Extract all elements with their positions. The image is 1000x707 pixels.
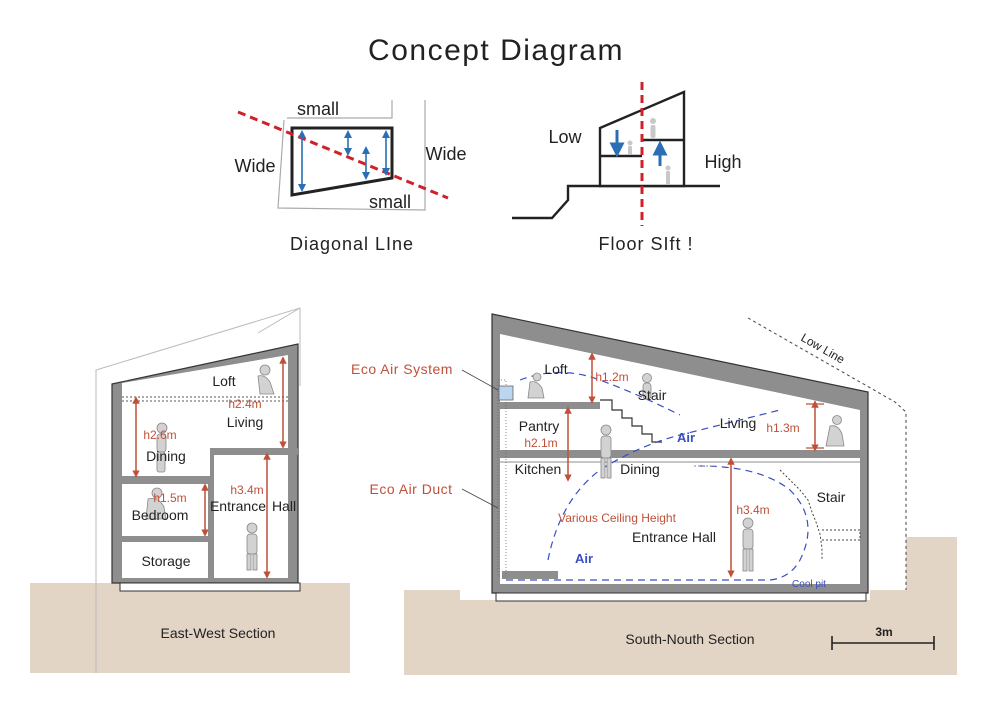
- person-figure-icon: [527, 372, 845, 572]
- label-wide-right: Wide: [425, 144, 466, 164]
- scale-bar: [831, 636, 935, 650]
- sn-dim-pantry: h2.1m: [524, 436, 557, 450]
- ew-label-loft: Loft: [212, 373, 235, 389]
- ground-step-line: [512, 184, 600, 220]
- caption-floor-shift: Floor SIft !: [598, 234, 693, 254]
- room-trapezoid: [290, 126, 394, 197]
- lower-stair: [779, 469, 823, 560]
- void-bedroom: [122, 484, 208, 536]
- sn-caption: South-Nouth Section: [625, 631, 754, 647]
- label-small-bottom: small: [369, 192, 411, 212]
- low-line: [747, 317, 907, 590]
- label-eco-air-duct: Eco Air Duct: [369, 481, 452, 497]
- ew-label-bedroom: Bedroom: [132, 507, 189, 523]
- sn-label-pantry: Pantry: [519, 418, 559, 434]
- ew-caption: East-West Section: [161, 625, 276, 641]
- ew-label-hall: Hall: [272, 498, 296, 514]
- sn-label-loft: Loft: [544, 361, 567, 377]
- label-wide-left: Wide: [234, 156, 275, 176]
- sn-label-living: Living: [720, 415, 757, 431]
- sn-label-stair-lower: Stair: [817, 489, 846, 505]
- ew-dim-dining: h2.6m: [143, 428, 176, 442]
- eco-air-unit: [498, 385, 514, 401]
- sn-label-stair-upper: Stair: [638, 387, 667, 403]
- boundary-line: [95, 307, 301, 673]
- upper-stair: [600, 399, 662, 443]
- ew-label-dining: Dining: [146, 448, 186, 464]
- ew-label-storage: Storage: [141, 553, 190, 569]
- ew-label-entrance: Entrance: [210, 498, 266, 514]
- person-figure-icon: [627, 118, 671, 185]
- sn-dim-entrance: h3.4m: [736, 503, 769, 517]
- sn-label-cool-pit: Cool pit: [792, 579, 826, 590]
- ground-fill: [404, 537, 957, 675]
- eco-air-duct: [497, 379, 507, 577]
- south-north-section: Low Line: [351, 313, 957, 675]
- sn-label-entrance-hall: Entrance Hall: [632, 529, 716, 545]
- label-eco-air-system: Eco Air System: [351, 361, 453, 377]
- outline-frame-top: [287, 100, 393, 119]
- scale-label: 3m: [875, 625, 892, 639]
- caption-diagonal-line: Diagonal LIne: [290, 234, 414, 254]
- sn-label-various-ceiling: Various Ceiling Height: [558, 511, 677, 525]
- ew-dim-bedroom: h1.5m: [153, 491, 186, 505]
- sn-label-air-upper: Air: [677, 430, 695, 445]
- floor-shift-concept: Low High Floor SIft !: [512, 82, 742, 254]
- sn-dim-living: h1.3m: [766, 421, 799, 435]
- outline-frame: [277, 100, 426, 211]
- sn-label-air-lower: Air: [575, 551, 593, 566]
- ground-fill: [30, 583, 350, 673]
- void-storage: [122, 542, 208, 578]
- label-low: Low: [548, 127, 582, 147]
- ew-dim-entrance: h3.4m: [230, 483, 263, 497]
- ew-dim-loft: h2.4m: [228, 397, 261, 411]
- diagonal-line-concept: small small Wide Wide Diagonal LIne: [234, 99, 466, 254]
- person-figure-icon: [145, 364, 275, 571]
- sn-label-dining: Dining: [620, 461, 660, 477]
- page-title: Concept Diagram: [368, 34, 624, 67]
- east-west-section: Loft h2.4m Living h2.6m Dining h3.4m h1.…: [30, 307, 350, 673]
- diagonal-dashed-line: [237, 110, 449, 200]
- label-small-top: small: [297, 99, 339, 119]
- air-flow-path: [506, 371, 809, 581]
- label-high: High: [704, 152, 741, 172]
- sn-dim-loft: h1.2m: [595, 370, 628, 384]
- sn-label-kitchen: Kitchen: [515, 461, 562, 477]
- ew-label-living: Living: [227, 414, 264, 430]
